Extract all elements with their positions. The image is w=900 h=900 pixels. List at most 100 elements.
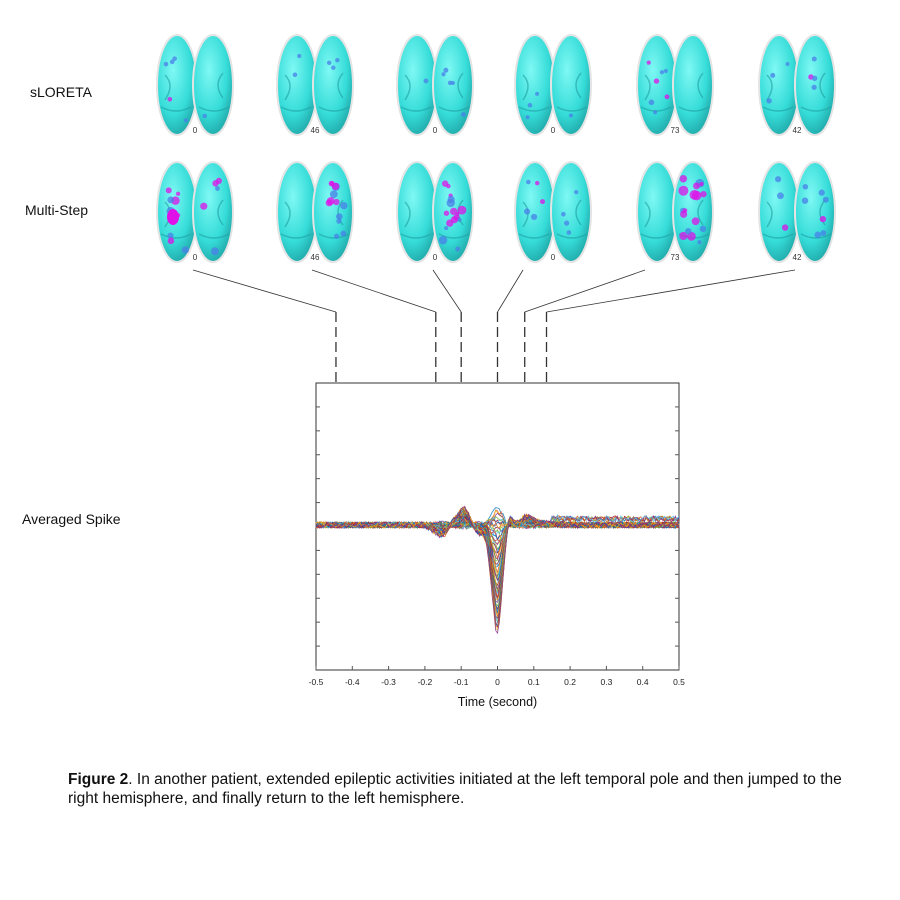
- left-hemisphere: [156, 34, 198, 136]
- activation-spot: [328, 180, 335, 187]
- activation-spot: [814, 231, 822, 239]
- x-tick-label: 0.1: [528, 677, 540, 687]
- activation-spot: [568, 113, 574, 118]
- activation-spot: [215, 186, 220, 191]
- activation-spot: [165, 187, 172, 194]
- activation-spot: [678, 185, 689, 196]
- activation-spot: [169, 59, 175, 65]
- brain-multistep-5: 42: [758, 161, 836, 263]
- activation-spot: [535, 180, 540, 186]
- x-tick-label: -0.2: [418, 677, 433, 687]
- activation-spot: [693, 182, 700, 190]
- activation-spot: [446, 219, 454, 227]
- sulci: [160, 72, 230, 112]
- activation-spot: [811, 75, 818, 81]
- row-label-averaged-spike: Averaged Spike: [22, 511, 121, 527]
- row-label-multistep: Multi-Step: [25, 202, 89, 218]
- activation-spot: [333, 198, 340, 206]
- activation-spot: [811, 84, 817, 90]
- activation-spot: [340, 201, 348, 210]
- activation-spot: [443, 67, 449, 73]
- x-tick-label: 0: [495, 677, 500, 687]
- sulci: [518, 72, 588, 112]
- activation-spot: [336, 213, 343, 220]
- activation-spot: [777, 192, 784, 200]
- activation-spot: [460, 112, 466, 117]
- x-axis-label: Time (second): [458, 695, 537, 709]
- activation-spot: [455, 246, 461, 252]
- activation-spot: [811, 56, 817, 62]
- activation-spot: [818, 189, 825, 196]
- brain-multistep-2: 0: [396, 161, 474, 263]
- row-label-sloreta: sLORETA: [30, 84, 92, 100]
- channel-trace: [315, 506, 680, 635]
- brain-multistep-0: 0: [156, 161, 234, 263]
- caption-label: Figure 2: [68, 771, 129, 788]
- activation-spot: [210, 247, 219, 256]
- x-tick-label: -0.1: [454, 677, 469, 687]
- activation-spot: [457, 205, 467, 215]
- brain-frame-label: 0: [193, 126, 198, 135]
- activation-spot: [699, 225, 707, 233]
- caption-text: . In another patient, extended epileptic…: [68, 771, 842, 807]
- brain-frame-label: 73: [671, 253, 680, 262]
- activation-spot: [564, 220, 570, 226]
- activation-spot: [679, 231, 688, 241]
- activation-spot: [447, 195, 455, 204]
- activation-spot: [530, 213, 538, 221]
- brain-multistep-1: 46: [276, 161, 354, 263]
- connector-line: [432, 269, 462, 313]
- x-tick-label: 0.5: [673, 677, 685, 687]
- activation-spot: [441, 72, 446, 77]
- activation-spot: [326, 60, 332, 65]
- sulci: [400, 72, 470, 112]
- left-hemisphere: [758, 34, 800, 136]
- activation-spot: [525, 115, 530, 120]
- activation-spot: [340, 230, 347, 237]
- right-hemisphere: [192, 161, 234, 263]
- brain-frame-label: 0: [193, 253, 198, 262]
- activation-spot: [167, 97, 173, 102]
- right-hemisphere: [550, 34, 592, 136]
- left-hemisphere: [276, 161, 318, 263]
- left-hemisphere: [514, 34, 556, 136]
- activation-spot: [822, 196, 829, 203]
- activation-spot: [297, 53, 302, 59]
- brain-sloreta-1: 46: [276, 34, 354, 136]
- activation-spot: [820, 230, 827, 236]
- channel-trace: [315, 506, 680, 631]
- activation-spot: [457, 217, 462, 222]
- activation-spot: [691, 217, 700, 226]
- activation-spot: [331, 65, 336, 70]
- right-hemisphere: [794, 161, 836, 263]
- activation-spot: [801, 197, 809, 204]
- activation-spot: [200, 202, 208, 210]
- activation-spot: [561, 211, 566, 217]
- activation-spot: [679, 175, 688, 183]
- activation-spot: [175, 191, 181, 196]
- right-hemisphere: [550, 161, 592, 263]
- left-hemisphere: [636, 161, 678, 263]
- left-hemisphere: [396, 34, 438, 136]
- activation-spot: [785, 61, 790, 66]
- activation-spot: [766, 98, 772, 104]
- left-hemisphere: [514, 161, 556, 263]
- brain-sloreta-5: 42: [758, 34, 836, 136]
- activation-spot: [329, 190, 338, 199]
- activation-spot: [167, 237, 175, 245]
- sulci: [640, 199, 710, 239]
- sulci: [640, 72, 710, 112]
- activation-spot: [535, 91, 540, 96]
- right-hemisphere: [192, 34, 234, 136]
- activation-spot: [326, 197, 335, 205]
- activation-spot: [336, 218, 342, 224]
- x-tick-label: -0.4: [345, 677, 360, 687]
- connector-line: [192, 269, 337, 313]
- brain-frame-label: 46: [311, 253, 320, 262]
- activation-spot: [292, 72, 298, 78]
- x-tick-label: 0.4: [637, 677, 649, 687]
- activation-spot: [700, 190, 707, 198]
- activation-spot: [167, 232, 174, 239]
- brain-sloreta-3: 0: [514, 34, 592, 136]
